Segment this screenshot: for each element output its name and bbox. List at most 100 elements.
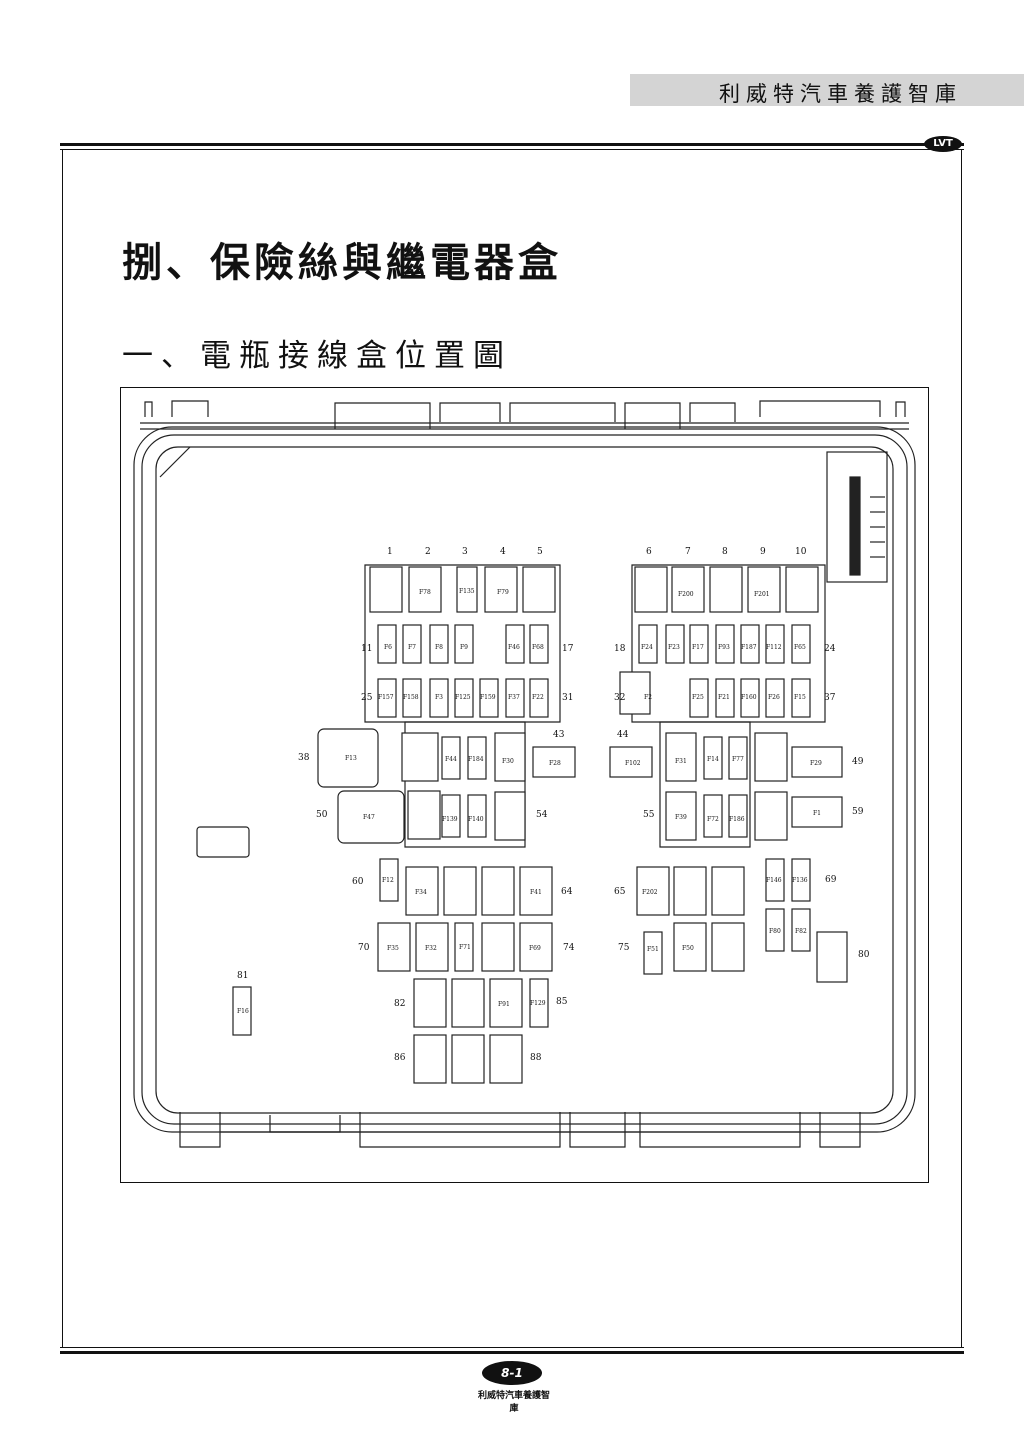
pos-32: 32 xyxy=(614,693,625,703)
chapter-title: 捌、保險絲與繼電器盒 xyxy=(122,240,562,286)
fuse-f31: F31 xyxy=(675,758,687,765)
header-brand: 利威特汽車養護智庫 xyxy=(719,82,962,106)
pos-7: 7 xyxy=(685,547,691,557)
pos-24: 24 xyxy=(824,644,836,654)
pos-25: 25 xyxy=(361,693,373,703)
fuse-f44: F44 xyxy=(445,756,457,763)
pos-43: 43 xyxy=(553,730,565,740)
fuse-f79: F79 xyxy=(497,589,509,596)
fuse-f136: F136 xyxy=(792,877,808,884)
fuse-f1: F1 xyxy=(813,810,821,817)
fuse-f41: F41 xyxy=(530,889,542,896)
bottom-rule-thin xyxy=(60,1347,964,1348)
fuse-f37: F37 xyxy=(508,694,520,701)
fuse-f129: F129 xyxy=(530,1000,546,1007)
fuse-f68: F68 xyxy=(532,644,544,651)
fuse-f158: F158 xyxy=(403,694,419,701)
pos-8: 8 xyxy=(722,547,728,557)
pos-9: 9 xyxy=(760,547,766,557)
fuse-f82: F82 xyxy=(795,928,807,935)
fuse-f65: F65 xyxy=(794,644,806,651)
fuse-f26: F26 xyxy=(768,694,780,701)
diagram-frame xyxy=(120,387,929,1183)
pos-38: 38 xyxy=(298,753,310,763)
pos-37: 37 xyxy=(824,693,836,703)
fuse-f51: F51 xyxy=(647,946,659,953)
fuse-f201: F201 xyxy=(754,591,770,598)
fuse-f159: F159 xyxy=(480,694,496,701)
fuse-f125: F125 xyxy=(455,694,471,701)
pos-82: 82 xyxy=(394,999,405,1009)
fuse-f184: F184 xyxy=(468,756,484,763)
pos-80: 80 xyxy=(858,950,870,960)
fuse-f21: F21 xyxy=(718,694,730,701)
fuse-f25: F25 xyxy=(692,694,704,701)
page-frame xyxy=(62,150,962,1348)
fuse-f135: F135 xyxy=(459,588,475,595)
fuse-f200: F200 xyxy=(678,591,694,598)
pos-4: 4 xyxy=(500,547,506,557)
fuse-f202: F202 xyxy=(642,889,658,896)
pos-6: 6 xyxy=(646,547,652,557)
fuse-f47: F47 xyxy=(363,814,375,821)
pos-75: 75 xyxy=(618,943,630,953)
fuse-f160: F160 xyxy=(741,694,757,701)
fuse-f9: F9 xyxy=(460,644,468,651)
page-number: 8-1 xyxy=(482,1361,542,1385)
fuse-f46: F46 xyxy=(508,644,520,651)
pos-85: 85 xyxy=(556,997,568,1007)
fuse-f140: F140 xyxy=(468,816,484,823)
fuse-f77: F77 xyxy=(732,756,744,763)
fuse-f186: F186 xyxy=(729,816,745,823)
fuse-f34: F34 xyxy=(415,889,427,896)
fuse-f80: F80 xyxy=(769,928,781,935)
fuse-f39: F39 xyxy=(675,814,687,821)
pos-10: 10 xyxy=(795,547,807,557)
pos-17: 17 xyxy=(562,644,574,654)
pos-86: 86 xyxy=(394,1053,406,1063)
fuse-f187: F187 xyxy=(741,644,757,651)
header-band xyxy=(630,74,1024,106)
fuse-f112: F112 xyxy=(766,644,782,651)
fuse-f23: F23 xyxy=(668,644,680,651)
fuse-f6: F6 xyxy=(384,644,392,651)
fuse-f69: F69 xyxy=(529,945,541,952)
battery-junction-box-diagram: 1 2 3 4 5 6 7 8 9 10 11 17 18 24 25 31 3… xyxy=(133,400,916,1148)
pos-70: 70 xyxy=(358,943,370,953)
pos-54: 54 xyxy=(536,810,548,820)
pos-5: 5 xyxy=(537,547,543,557)
fuse-f139: F139 xyxy=(442,816,458,823)
fuse-f72: F72 xyxy=(707,816,719,823)
fuse-f15: F15 xyxy=(794,694,806,701)
pos-88: 88 xyxy=(530,1053,542,1063)
pos-55: 55 xyxy=(643,810,655,820)
pos-49: 49 xyxy=(852,757,864,767)
lvt-logo: LVT xyxy=(924,136,962,152)
fuse-f13: F13 xyxy=(345,755,357,762)
pos-59: 59 xyxy=(852,807,864,817)
pos-31: 31 xyxy=(562,693,573,703)
fuse-f35: F35 xyxy=(387,945,399,952)
fuse-f157: F157 xyxy=(378,694,394,701)
pos-50: 50 xyxy=(316,810,328,820)
fuse-f93: F93 xyxy=(718,644,730,651)
fuse-f32: F32 xyxy=(425,945,437,952)
fuse-f71: F71 xyxy=(459,944,471,951)
fuse-f50: F50 xyxy=(682,945,694,952)
footer-brand: 利威特汽車養護智庫 xyxy=(477,1391,550,1414)
pos-1: 1 xyxy=(387,547,393,557)
fuse-f14: F14 xyxy=(707,756,719,763)
fuse-f17: F17 xyxy=(692,644,704,651)
fuse-f29: F29 xyxy=(810,760,822,767)
top-rule xyxy=(60,143,964,146)
pos-74: 74 xyxy=(563,943,575,953)
pos-65: 65 xyxy=(614,887,626,897)
fuse-f8: F8 xyxy=(435,644,443,651)
fuse-f3: F3 xyxy=(435,694,443,701)
bottom-rule xyxy=(60,1351,964,1354)
fuse-f16: F16 xyxy=(237,1008,249,1015)
section-title: 一、電瓶接線盒位置圖 xyxy=(122,338,512,374)
fuse-f30: F30 xyxy=(502,758,514,765)
fuse-f91: F91 xyxy=(498,1001,510,1008)
pos-44: 44 xyxy=(617,730,629,740)
